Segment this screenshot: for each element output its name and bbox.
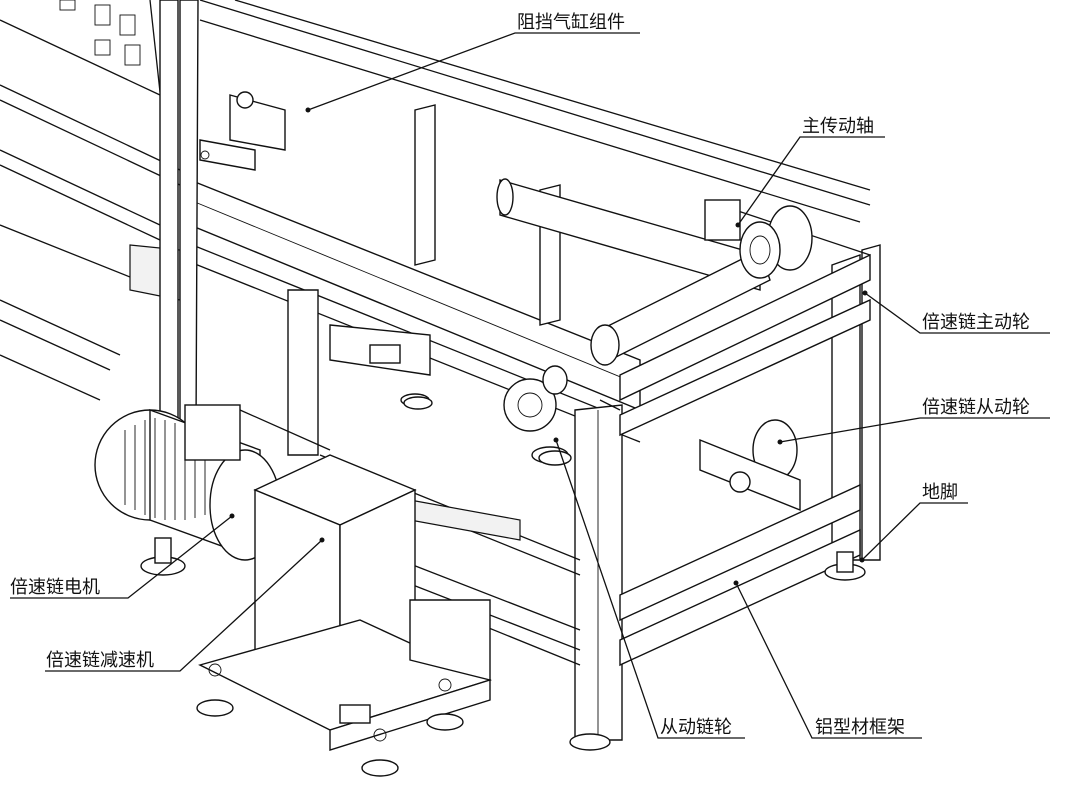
- leader-lines: [10, 32, 1050, 739]
- left-conveyor-rails: [0, 19, 181, 401]
- label-reducer: 倍速链减速机: [46, 650, 154, 671]
- feet: [403, 396, 866, 751]
- label-stop-cylinder: 阻挡气缸组件: [517, 11, 625, 33]
- label-foot: 地脚: [922, 482, 958, 503]
- right-frame: [599, 204, 871, 667]
- main-shaft: [496, 178, 771, 366]
- vertical-posts: [159, 0, 881, 741]
- label-driven-sprocket: 从动链轮: [660, 717, 732, 738]
- motor: [94, 404, 281, 576]
- callout-labels: 阻挡气缸组件 主传动轴 倍速链主动轮 倍速链从动轮 地脚 倍速链电机 倍速链减速…: [10, 11, 1030, 738]
- drive-sprocket-assembly: [704, 199, 813, 279]
- right-driven-sprocket-assembly: [699, 419, 801, 512]
- label-drive-sprocket: 倍速链主动轮: [922, 312, 1030, 333]
- center-cylinder: [329, 324, 431, 407]
- perforated-panel: [59, 0, 161, 93]
- label-main-shaft: 主传动轴: [802, 116, 874, 137]
- label-frame: 铝型材框架: [815, 717, 905, 738]
- label-motor: 倍速链电机: [10, 577, 100, 598]
- stop-cylinder-assembly: [199, 91, 286, 171]
- label-right-driven-sprocket: 倍速链从动轮: [922, 397, 1030, 418]
